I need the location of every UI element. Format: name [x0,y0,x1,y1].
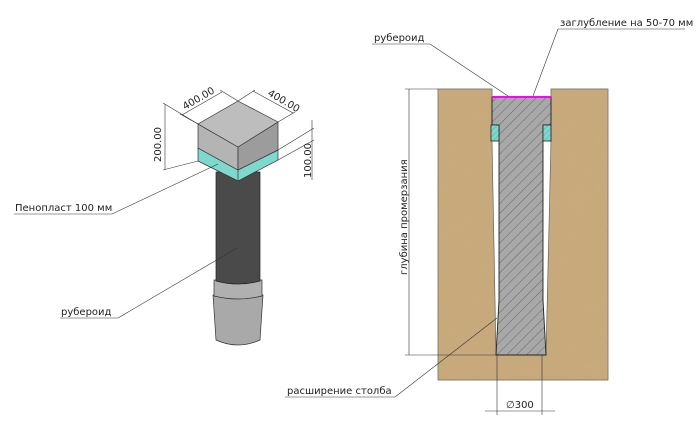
label-roofing-section: рубероид [374,33,425,44]
cap-top-face [197,100,279,148]
roofing-wrap [215,171,261,285]
dim-height-cap: 200.00 [153,127,164,162]
dim-width-1: 400.00 [181,86,217,113]
section-view [437,88,609,381]
label-diameter: ∅300 [506,400,534,411]
post-base-flare [212,294,264,346]
label-foam: Пенопласт 100 мм [15,203,112,214]
concrete-post [491,96,552,356]
label-freeze-depth: глубина промерзания [399,159,410,275]
dim-width-2: 400.00 [266,88,302,115]
section-dimensions [285,28,685,415]
post-base-band [213,279,263,300]
foam-left [490,124,500,142]
iso-post [197,100,279,346]
foam-right [542,124,552,142]
label-recess: заглубление на 50-70 мм [560,18,693,29]
label-roofing-iso: рубероид [61,307,112,318]
iso-dimensions [14,89,315,319]
label-widening: расширение столба [287,386,392,397]
dim-height-foam: 100.00 [303,143,314,178]
